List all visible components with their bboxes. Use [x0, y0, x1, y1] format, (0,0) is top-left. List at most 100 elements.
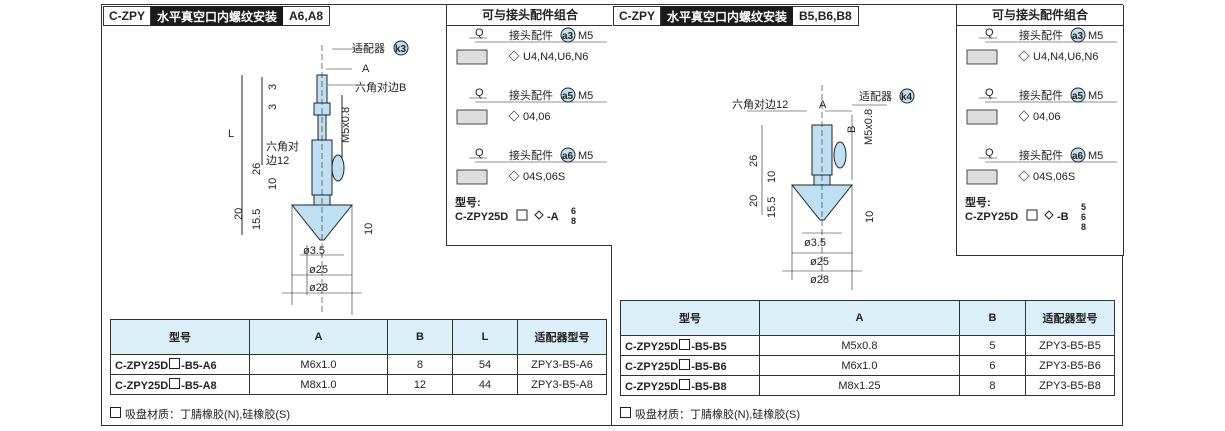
table-cell: ZPY3-B5-B5	[1025, 335, 1115, 356]
fitting-label: 接头配件	[1019, 89, 1063, 102]
table-cell: M6x1.0	[759, 355, 960, 376]
material-box-icon	[110, 407, 121, 418]
svg-text:a3: a3	[562, 31, 574, 42]
model-option: 6	[1081, 212, 1086, 222]
left-spec-panel: C-ZPY 水平真空口内螺纹安装 A6,A8	[101, 4, 614, 426]
column-header: 型号	[110, 319, 250, 355]
right-header: C-ZPY 水平真空口内螺纹安装 B5,B6,B8	[613, 6, 859, 26]
series-code: C-ZPY	[103, 6, 151, 26]
table-cell: 54	[451, 354, 519, 375]
material-box-icon	[679, 338, 691, 350]
column-header: 适配器型号	[1025, 300, 1115, 336]
table-cell: 12	[386, 374, 453, 395]
left-vacuum-pad-drawing: 适配器 k3 A 六角对边B L 六角对 边12 M5x0.8 3 3 26 1…	[228, 40, 409, 315]
svg-text:a6: a6	[562, 151, 574, 162]
model-cell: C-ZPY25D-B5-A6	[110, 354, 250, 375]
column-header: 适配器型号	[517, 319, 607, 355]
fitting-thread: M5	[1088, 30, 1103, 42]
table-cell: ZPY3-B5-B6	[1025, 355, 1115, 376]
material-box-icon	[1026, 209, 1038, 221]
svg-text:a3: a3	[1072, 31, 1084, 42]
table-row: C-ZPY25D-B5-B8 M8x1.25 8 ZPY3-B5-B8	[620, 375, 1115, 396]
material-box-icon	[620, 407, 631, 418]
fitting-sizes: 04,06	[523, 111, 551, 123]
dim-label: 10	[363, 223, 375, 235]
model-label: 型号:	[965, 195, 991, 209]
fitting-label: 接头配件	[509, 29, 553, 42]
dim-label: 3	[267, 104, 279, 110]
dim-label: 3	[267, 84, 279, 90]
column-header: B	[386, 319, 453, 355]
hex12-line1: 六角对	[266, 139, 299, 153]
dim-a-label: A	[362, 63, 370, 75]
table-cell: M6x1.0	[249, 354, 388, 375]
fitting-sizes: 04,06	[1033, 111, 1061, 123]
fitting-combo-box: 可与接头配件组合 Q 接头配件 a3 M5 U4,N4,U	[446, 5, 614, 246]
fitting-list: Q 接头配件 a3 M5 U4,N4,U6,N6 Q 接头配件 a5 M5 04…	[455, 27, 607, 226]
table-header-row: 型号 A B 适配器型号	[620, 300, 1115, 336]
adapter-badge: k3	[393, 40, 409, 56]
svg-text:a5: a5	[562, 91, 574, 102]
table-header-row: 型号 A B L 适配器型号	[110, 319, 607, 355]
table-cell: 44	[451, 374, 519, 395]
table-cell: 8	[386, 354, 453, 375]
svg-text:a6: a6	[1072, 151, 1084, 162]
material-box-icon	[679, 378, 691, 390]
fitting-q: Q	[475, 87, 484, 99]
table-cell: ZPY3-B5-B8	[1025, 375, 1115, 396]
column-header: 型号	[620, 300, 760, 336]
dim-label: 26	[748, 155, 760, 167]
dim-l-label: L	[228, 128, 234, 140]
fitting-badge: a5	[1070, 87, 1086, 103]
dim-label: ø25	[309, 264, 328, 276]
dim-label: 26	[251, 163, 263, 175]
model-cell: C-ZPY25D-B5-A8	[110, 374, 250, 395]
fitting-q: Q	[475, 147, 484, 159]
model-option: 8	[1081, 222, 1086, 232]
model-option: 8	[571, 216, 576, 226]
fitting-badge: a6	[560, 147, 576, 163]
column-header: B	[958, 300, 1027, 336]
fitting-label: 接头配件	[1019, 29, 1063, 42]
table-cell: 6	[958, 355, 1027, 376]
dim-label: 20	[233, 208, 245, 220]
thread-label: M5x0.8	[863, 109, 875, 145]
dim-label: 10	[864, 211, 876, 223]
fitting-thread: M5	[578, 30, 593, 42]
material-box-icon	[169, 357, 181, 369]
fitting-label: 接头配件	[509, 149, 553, 162]
dim-label: ø25	[810, 256, 829, 268]
fitting-badge: a5	[560, 87, 576, 103]
dim-label: 20	[748, 195, 760, 207]
svg-text:a5: a5	[1072, 91, 1084, 102]
adapter-badge: k4	[899, 88, 915, 104]
right-spec-table: 型号 A B 适配器型号 C-ZPY25D-B5-B5 M5x0.8 5 ZPY…	[620, 300, 1115, 396]
table-cell: M8x1.25	[759, 375, 960, 396]
combo-title: 可与接头配件组合	[447, 5, 613, 26]
column-header: A	[249, 319, 388, 355]
model-suffix: -A	[547, 211, 559, 223]
fitting-sizes: U4,N4,U6,N6	[523, 51, 588, 63]
diamond-icon	[1044, 210, 1054, 220]
model-code: C-ZPY25D	[455, 211, 508, 223]
material-footnote: 吸盘材质：丁腈橡胶(N),硅橡胶(S)	[110, 406, 290, 422]
material-box-icon	[516, 209, 528, 221]
hex12-label: 六角对边12	[732, 97, 788, 111]
fitting-sizes: 04S,06S	[523, 171, 565, 183]
dim-label: ø28	[810, 274, 829, 286]
fitting-badge: a3	[1070, 27, 1086, 43]
dim-label: 10	[766, 171, 778, 183]
table-cell: M5x0.8	[759, 335, 960, 356]
model-code: C-ZPY25D	[965, 211, 1018, 223]
diamond-icon	[534, 210, 544, 220]
fitting-badge: a6	[1070, 147, 1086, 163]
table-row: C-ZPY25D-B5-A6 M6x1.0 8 54 ZPY3-B5-A6	[110, 354, 607, 375]
fitting-thread: M5	[578, 150, 593, 162]
model-cell: C-ZPY25D-B5-B8	[620, 375, 760, 396]
series-code: C-ZPY	[613, 6, 661, 26]
svg-text:k4: k4	[901, 92, 913, 103]
fitting-q: Q	[475, 27, 484, 39]
mount-title: 水平真空口内螺纹安装	[661, 6, 794, 26]
fitting-label: 接头配件	[509, 89, 553, 102]
material-box-icon	[169, 377, 181, 389]
